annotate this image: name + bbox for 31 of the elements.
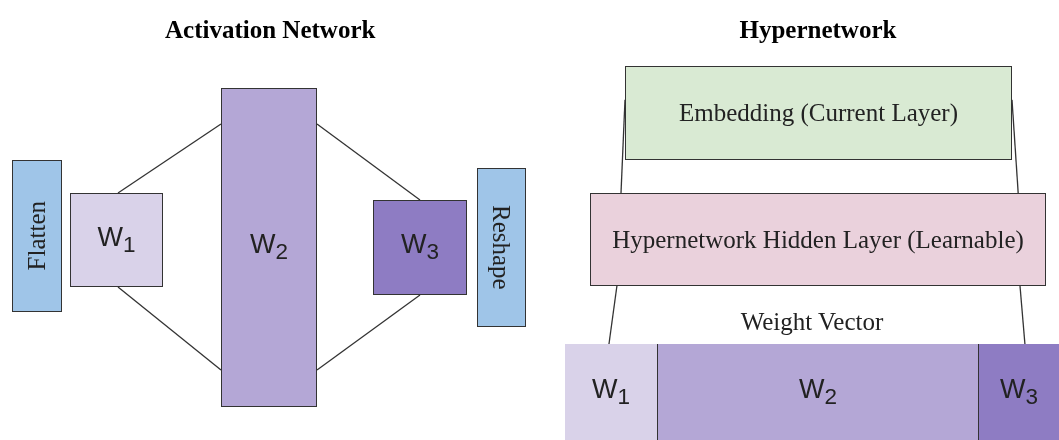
connector-line <box>1011 99 1019 194</box>
vector-heading: Weight Vector <box>739 307 885 337</box>
weight-label: W$_{3}$ <box>1000 373 1038 411</box>
weight-label: W$_{1}$ <box>97 221 136 259</box>
connector-line <box>316 294 421 371</box>
panel-heading: Activation Network <box>165 16 376 44</box>
layer-label: Flatten <box>22 201 52 271</box>
connector-line <box>608 285 618 345</box>
weight-label: W$_{2}$ <box>799 373 837 411</box>
weight-label: W$_{1}$ <box>592 373 630 411</box>
connector-line <box>117 123 222 194</box>
weight-box <box>373 200 467 295</box>
weight-box <box>221 88 317 407</box>
vector-segment <box>978 344 1059 440</box>
connector-line <box>117 286 222 371</box>
connector-line <box>1019 285 1026 345</box>
layer-label: Reshape <box>487 205 517 290</box>
vector-segment <box>657 344 978 440</box>
layer-label: Hypernetwork Hidden Layer (Learnable) <box>611 224 1025 256</box>
layer-label: Embedding (Current Layer) <box>677 98 960 129</box>
layer-box <box>477 168 526 327</box>
weight-label: W$_{3}$ <box>401 229 439 266</box>
weight-box <box>70 193 163 287</box>
connector-line <box>316 123 421 201</box>
hidden-layer-box <box>590 193 1046 286</box>
vector-segment <box>565 344 657 440</box>
weight-label: W$_{2}$ <box>250 229 288 266</box>
embedding-box <box>625 66 1012 160</box>
layer-box <box>12 160 62 312</box>
connector-line <box>620 99 626 194</box>
panel-heading: Hypernetwork <box>739 16 897 44</box>
